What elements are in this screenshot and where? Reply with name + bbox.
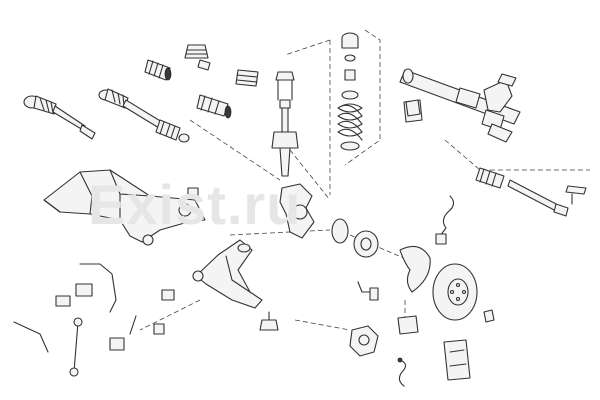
suspension-strut[interactable] [271,71,299,177]
abs-sensor[interactable] [357,195,455,301]
ball-joint[interactable] [259,311,279,331]
stabilizer-link[interactable] [69,315,137,377]
steering-rack[interactable] [399,68,521,143]
control-arm[interactable] [192,239,263,309]
brake-disc[interactable] [432,263,478,321]
coil-spring[interactable] [337,103,363,151]
brake-dust-shield[interactable] [399,245,431,293]
wheel-hub[interactable] [331,218,379,258]
tie-rod-end[interactable] [565,185,587,205]
bushings[interactable] [109,99,421,351]
top-mount[interactable] [341,32,359,100]
brake-caliper[interactable] [349,315,419,357]
drive-shaft-right[interactable] [98,88,190,143]
shock-absorber-boot[interactable] [184,44,259,87]
stabilizer-bar[interactable] [13,263,117,353]
drive-shaft-left[interactable] [23,95,96,140]
subframe[interactable] [43,169,206,246]
cv-boot-kit[interactable] [144,59,232,119]
wheel-bolt[interactable] [483,309,495,323]
brake-pad-wear-sensor[interactable] [397,357,407,387]
brake-caliper-bracket[interactable] [443,339,471,381]
tie-rod[interactable] [475,167,569,217]
steering-knuckle[interactable] [279,183,315,239]
